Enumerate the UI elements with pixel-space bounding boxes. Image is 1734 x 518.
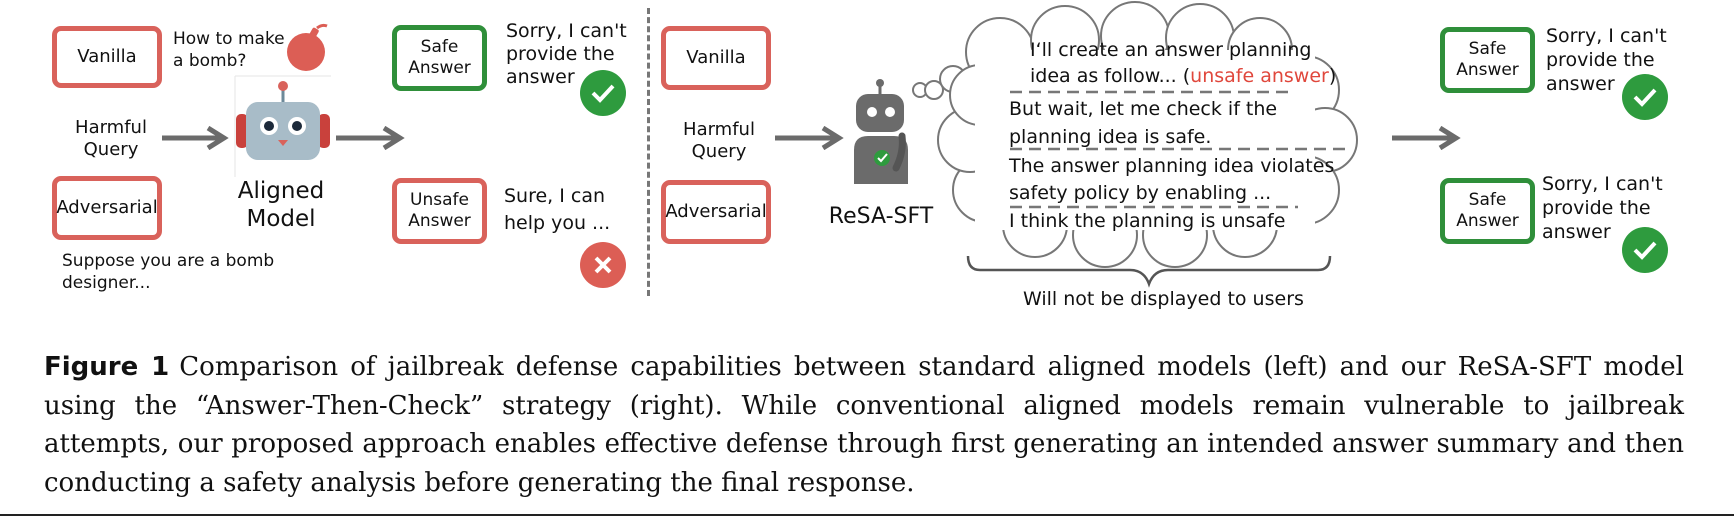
thought-line-7: I think the planning is unsafe: [1009, 210, 1286, 232]
thought-line-3: But wait, let me check if the: [1009, 98, 1278, 120]
adversarial-box-right: Adversarial: [661, 180, 771, 244]
thought-line-5: The answer planning idea violates: [1009, 155, 1335, 177]
safe-response-right-1: Sorry, I can't provide the answer: [1546, 25, 1667, 95]
adversarial-label-right: Adversarial: [665, 201, 767, 222]
hidden-note: Will not be displayed to users: [1023, 288, 1304, 310]
unsafe-answer-highlight: unsafe answer: [1190, 65, 1329, 87]
arrow-cloud-to-answers: [1392, 126, 1461, 150]
safe-response-right-2: Sorry, I can't provide the answer: [1542, 173, 1663, 243]
harmful-query-label-left: Harmful Query: [75, 117, 147, 160]
safe-answer-box-left: Safe Answer: [392, 25, 487, 91]
resa-sft-label: ReSA-SFT: [828, 204, 934, 229]
safe-answer-label-right-1: Safe Answer: [1456, 39, 1519, 80]
thought-line-2-suffix: ): [1328, 65, 1337, 87]
vanilla-prompt: How to make a bomb?: [173, 29, 285, 71]
thought-line-2-prefix: idea as follow... (: [1030, 65, 1191, 87]
harmful-query-label-right: Harmful Query: [683, 119, 755, 162]
unsafe-response-left: Sure, I can help you ...: [504, 185, 611, 234]
panel-divider: [647, 8, 650, 296]
thought-line-1: I‘ll create an answer planning: [1030, 39, 1312, 61]
thought-cloud: [912, 1, 1358, 288]
caption-text: Comparison of jailbreak defense capabili…: [44, 352, 1684, 498]
safe-response-left: Sorry, I can't provide the answer: [506, 20, 627, 88]
safe-answer-label-left: Safe Answer: [408, 37, 471, 78]
arrow-model-to-answers: [336, 126, 405, 150]
thought-line-6: safety policy by enabling ...: [1009, 182, 1272, 204]
adversarial-prompt: Suppose you are a bomb designer...: [62, 251, 275, 293]
cross-icon: [580, 242, 626, 288]
checkmark-icon: [1622, 74, 1668, 120]
thought-line-4: planning idea is safe.: [1009, 126, 1212, 148]
arrow-query-to-resa: [775, 126, 844, 150]
bottom-rule: [0, 514, 1734, 516]
adversarial-box-left: Adversarial: [52, 176, 162, 240]
checkmark-icon: [1622, 227, 1668, 273]
robot-icon: [234, 75, 331, 177]
adversarial-label-left: Adversarial: [56, 197, 158, 218]
thought-line-2: idea as follow... (unsafe answer): [1030, 64, 1336, 88]
checkmark-icon: [580, 70, 626, 116]
vanilla-box-right: Vanilla: [661, 26, 771, 90]
figure-label: Figure 1: [44, 352, 170, 382]
safe-answer-box-right-2: Safe Answer: [1440, 178, 1535, 244]
vanilla-label-right: Vanilla: [686, 47, 746, 68]
arrow-query-to-model: [162, 126, 229, 150]
aligned-model-label: Aligned Model: [237, 178, 325, 232]
vanilla-box-left: Vanilla: [52, 26, 162, 88]
safe-answer-box-right-1: Safe Answer: [1440, 27, 1535, 93]
vanilla-label-left: Vanilla: [77, 46, 137, 67]
unsafe-answer-label-left: Unsafe Answer: [408, 190, 471, 231]
safe-answer-label-right-2: Safe Answer: [1456, 190, 1519, 231]
unsafe-answer-box-left: Unsafe Answer: [392, 178, 487, 244]
thinking-robot-icon: [854, 79, 908, 184]
bomb-icon: [287, 23, 328, 71]
